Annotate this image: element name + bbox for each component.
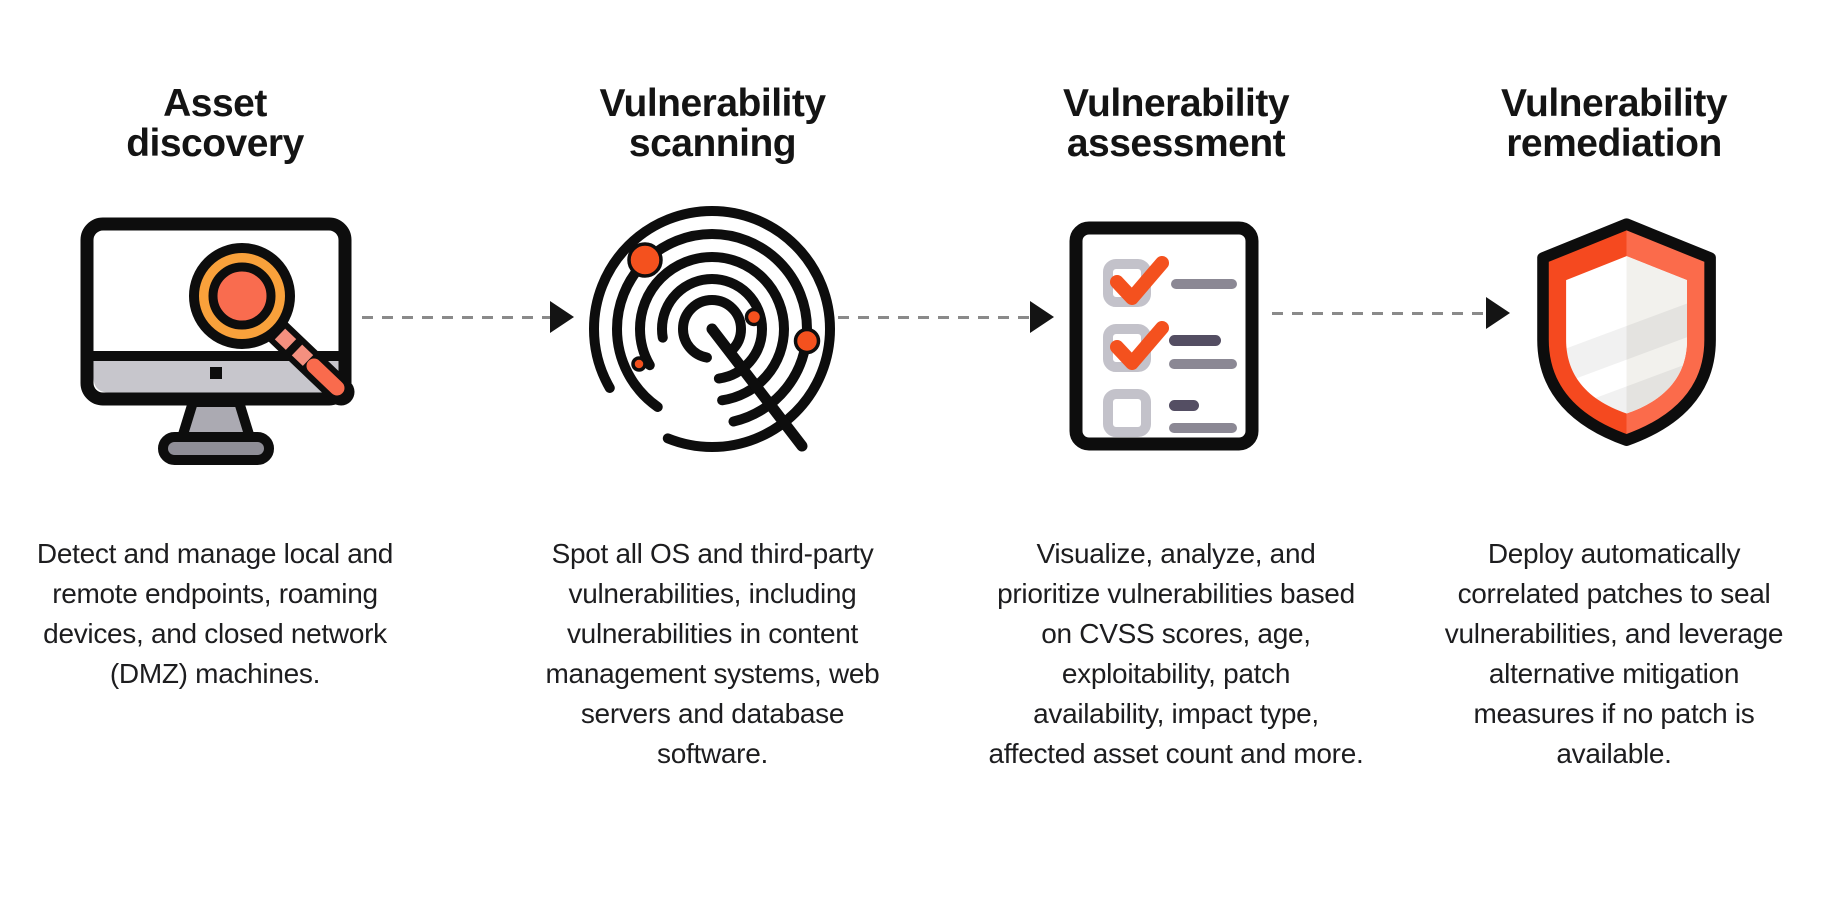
flow-arrow — [362, 301, 574, 333]
shield-svg — [1537, 218, 1716, 446]
list-line-dark — [1169, 400, 1199, 411]
checkbox-unchecked — [1103, 389, 1151, 437]
radar-svg — [589, 206, 835, 452]
arrow-head-icon — [550, 301, 574, 333]
arrow-head-icon — [1486, 297, 1510, 329]
shield-icon — [1527, 217, 1727, 455]
list-line — [1171, 279, 1237, 289]
magnifier-inner-outline — [208, 262, 276, 330]
list-line-dark — [1169, 335, 1221, 346]
magnifier-ring — [196, 250, 288, 342]
magnifier-handle-tip — [306, 358, 345, 396]
monitor-base — [158, 432, 274, 465]
flow-arrow — [838, 301, 1054, 333]
magnifier-outer-outline — [189, 243, 295, 349]
monitor-button — [210, 367, 222, 379]
radar-needle — [706, 323, 808, 452]
checklist-icon — [1069, 221, 1259, 456]
checkmark-icon — [1110, 321, 1169, 370]
dashed-line — [838, 315, 1030, 319]
arrow-head-icon — [1030, 301, 1054, 333]
dashed-line — [362, 315, 550, 319]
radar-blips — [627, 242, 821, 372]
list-line — [1169, 359, 1237, 369]
magnifier-handle-segment — [291, 344, 314, 366]
magnifier-lens — [211, 265, 273, 327]
dashed-line — [1272, 311, 1486, 315]
monitor-magnifier-icon — [79, 216, 379, 473]
checkmark-icon — [1110, 256, 1169, 305]
checklist-svg — [1069, 221, 1259, 451]
monitor-magnifier-svg — [80, 217, 355, 465]
list-line — [1169, 423, 1237, 433]
flow-arrow — [1272, 297, 1510, 329]
radar-icon — [586, 203, 838, 460]
magnifier-handle-segment — [274, 328, 297, 350]
